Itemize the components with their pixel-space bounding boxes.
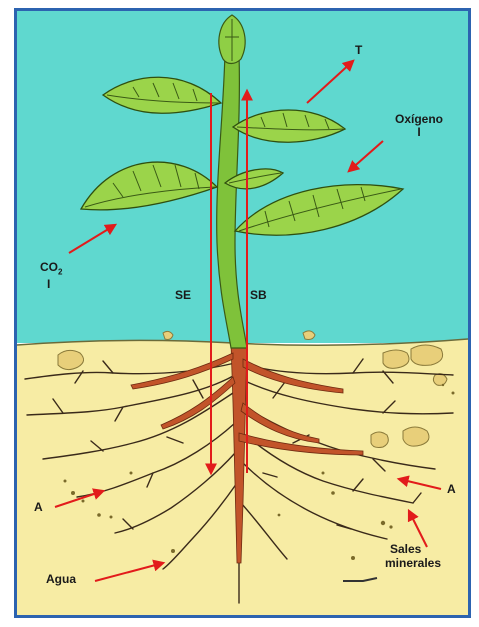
label-se: SE bbox=[175, 289, 191, 302]
label-agua: Agua bbox=[46, 573, 76, 586]
plant-diagram bbox=[17, 11, 468, 615]
label-t: T bbox=[355, 44, 362, 57]
label-sb: SB bbox=[250, 289, 267, 302]
label-co2-marker: I bbox=[47, 278, 50, 291]
diagram-frame: T Oxígeno I CO2 I SE SB A A Agua Sales m… bbox=[14, 8, 471, 618]
label-co2: CO2 bbox=[40, 261, 62, 278]
label-sales: Sales bbox=[390, 543, 421, 556]
label-a-left: A bbox=[34, 501, 43, 514]
label-a-right: A bbox=[447, 483, 456, 496]
label-oxigeno-marker: I bbox=[387, 126, 451, 139]
label-minerales: minerales bbox=[385, 557, 441, 570]
